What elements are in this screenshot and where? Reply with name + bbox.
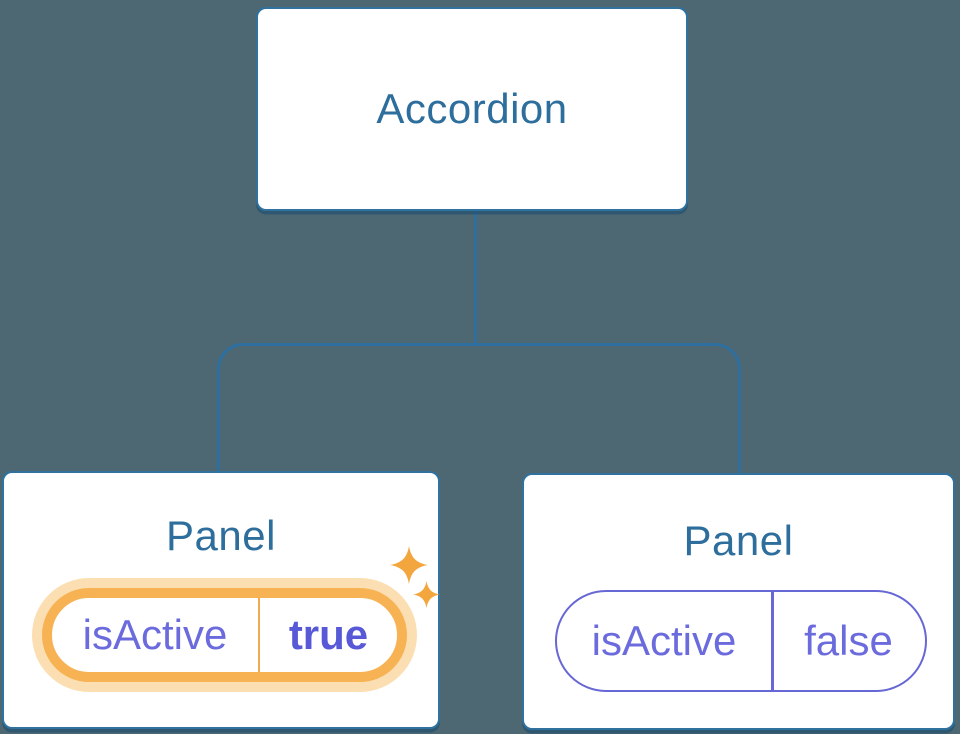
sparkle-small-icon <box>413 581 440 608</box>
state-value: false <box>804 617 893 664</box>
connector-stem <box>474 209 477 345</box>
state-name: isActive <box>82 611 228 658</box>
state-pill-active: isActive true <box>42 588 407 682</box>
panel-title: Panel <box>683 517 794 564</box>
connector-branch <box>217 343 741 474</box>
state-name: isActive <box>591 617 737 664</box>
state-pill-inactive: isActive false <box>555 590 927 692</box>
accordion-node: Accordion <box>256 7 688 211</box>
state-value: true <box>288 611 369 658</box>
panel-title: Panel <box>166 512 276 559</box>
accordion-label: Accordion <box>376 85 568 132</box>
sparkle-large-icon <box>390 546 428 584</box>
panel-node-inactive: Panel isActive false <box>522 473 955 730</box>
pill-divider <box>258 598 260 672</box>
pill-divider <box>771 592 774 690</box>
panel-node-active: Panel isActive true <box>2 471 440 729</box>
